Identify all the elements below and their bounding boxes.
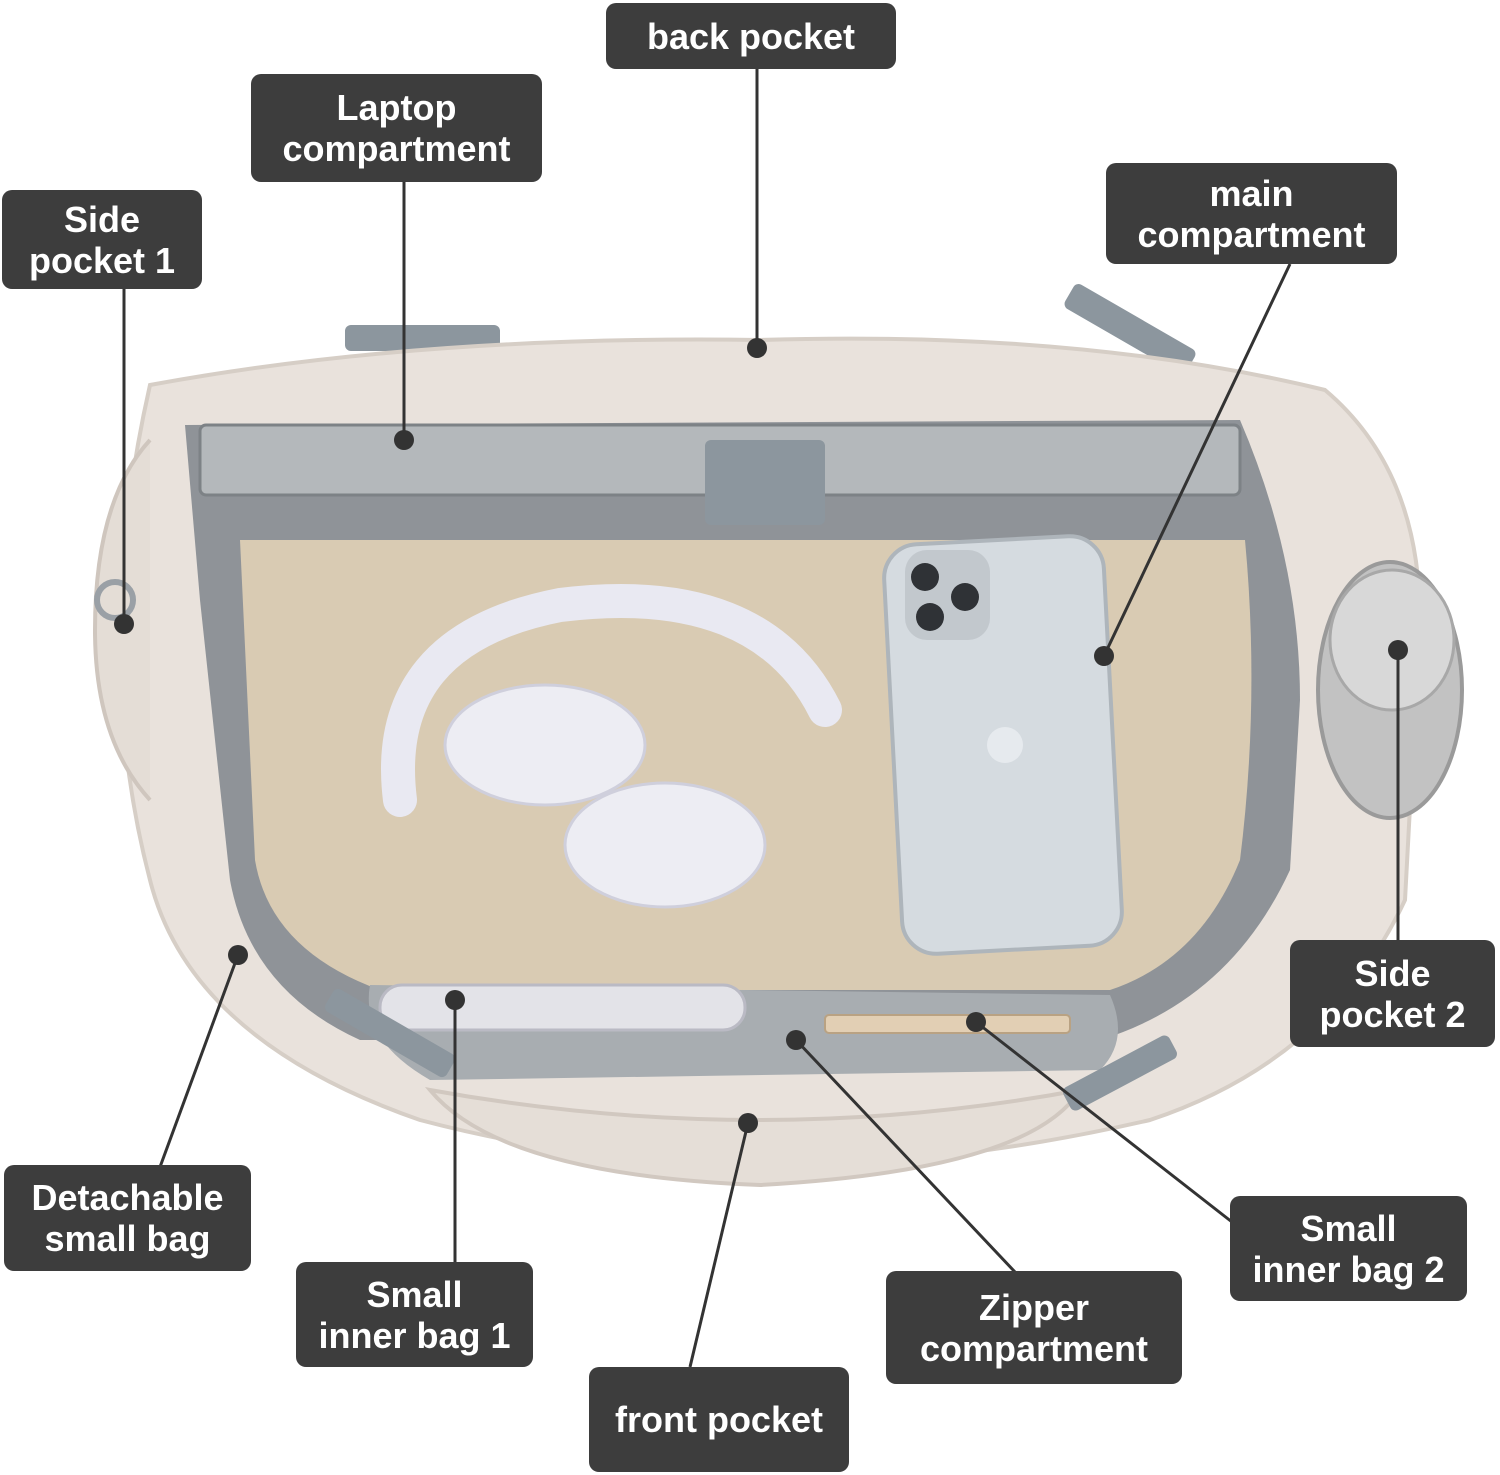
dot-main-compartment <box>1094 646 1114 666</box>
label-zipper-compartment-line1: Zipper <box>978 1286 1089 1328</box>
dot-small-inner-bag-2 <box>966 1012 986 1032</box>
bottom-right-strap <box>1063 1035 1177 1111</box>
label-main-compartment-line1: main <box>1209 172 1294 214</box>
label-zipper-compartment: Zipper compartment <box>886 1271 1182 1384</box>
label-main-compartment-line2: compartment <box>1137 213 1366 255</box>
top-right-strap-tab <box>1064 284 1196 374</box>
label-small-inner-bag-1: Small inner bag 1 <box>296 1262 533 1367</box>
front-pocket-shape <box>424 1087 1085 1188</box>
leader-main-compartment <box>1102 263 1292 657</box>
leader-zipper-compartment <box>794 1038 1017 1274</box>
dot-back-pocket <box>747 338 767 358</box>
label-small-inner-bag-1-line1: Small <box>366 1273 463 1315</box>
label-back-pocket: back pocket <box>606 3 896 69</box>
water-bottle <box>1316 560 1464 820</box>
top-left-strap-tab <box>345 325 500 351</box>
dot-front-pocket <box>738 1113 758 1133</box>
power-bank <box>378 983 747 1032</box>
dot-side-pocket-1 <box>114 614 134 634</box>
bottom-left-strap <box>325 988 455 1078</box>
dot-side-pocket-2 <box>1388 640 1408 660</box>
anchor-dots <box>114 338 1408 1133</box>
label-side-pocket-2: Side pocket 2 <box>1290 940 1495 1047</box>
laptop-compartment-strap <box>705 440 825 525</box>
label-front-pocket-text: front pocket <box>614 1399 823 1440</box>
label-back-pocket-text: back pocket <box>646 15 856 57</box>
label-side-pocket-2-line1: Side <box>1354 952 1431 994</box>
dot-small-inner-bag-1 <box>445 990 465 1010</box>
headphones <box>381 583 842 909</box>
label-small-inner-bag-1-line2: inner bag 1 <box>318 1314 511 1356</box>
label-zipper-compartment-line2: compartment <box>919 1327 1149 1369</box>
smartphone <box>882 534 1124 956</box>
cards <box>824 1014 1071 1034</box>
leader-front-pocket <box>688 1122 750 1368</box>
leader-lines <box>122 68 1400 1368</box>
label-side-pocket-1-line2: pocket 1 <box>28 239 176 281</box>
label-detachable-small-bag: Detachable small bag <box>4 1165 251 1271</box>
label-side-pocket-1: Side pocket 1 <box>2 190 202 289</box>
leader-small-inner-bag-2 <box>975 1020 1233 1224</box>
label-small-inner-bag-2-line2: inner bag 2 <box>1252 1248 1445 1290</box>
label-small-inner-bag-2-line1: Small <box>1300 1207 1397 1249</box>
leader-detachable-small-bag <box>158 954 240 1168</box>
label-main-compartment: main compartment <box>1106 163 1397 264</box>
dot-zipper-compartment <box>786 1030 806 1050</box>
label-side-pocket-2-line2: pocket 2 <box>1319 993 1466 1035</box>
label-detachable-small-bag-line2: small bag <box>44 1218 211 1259</box>
label-side-pocket-1-line1: Side <box>63 198 141 240</box>
label-small-inner-bag-2: Small inner bag 2 <box>1230 1196 1467 1301</box>
dot-laptop-compartment <box>394 430 414 450</box>
label-detachable-small-bag-line1: Detachable <box>31 1177 224 1218</box>
dot-detachable-small-bag <box>228 945 248 965</box>
label-laptop-compartment-line2: compartment <box>282 128 511 169</box>
left-side-ring <box>94 579 136 621</box>
label-front-pocket: front pocket <box>589 1367 849 1472</box>
label-laptop-compartment: Laptop compartment <box>251 74 542 182</box>
label-laptop-compartment-line1: Laptop <box>336 87 457 128</box>
